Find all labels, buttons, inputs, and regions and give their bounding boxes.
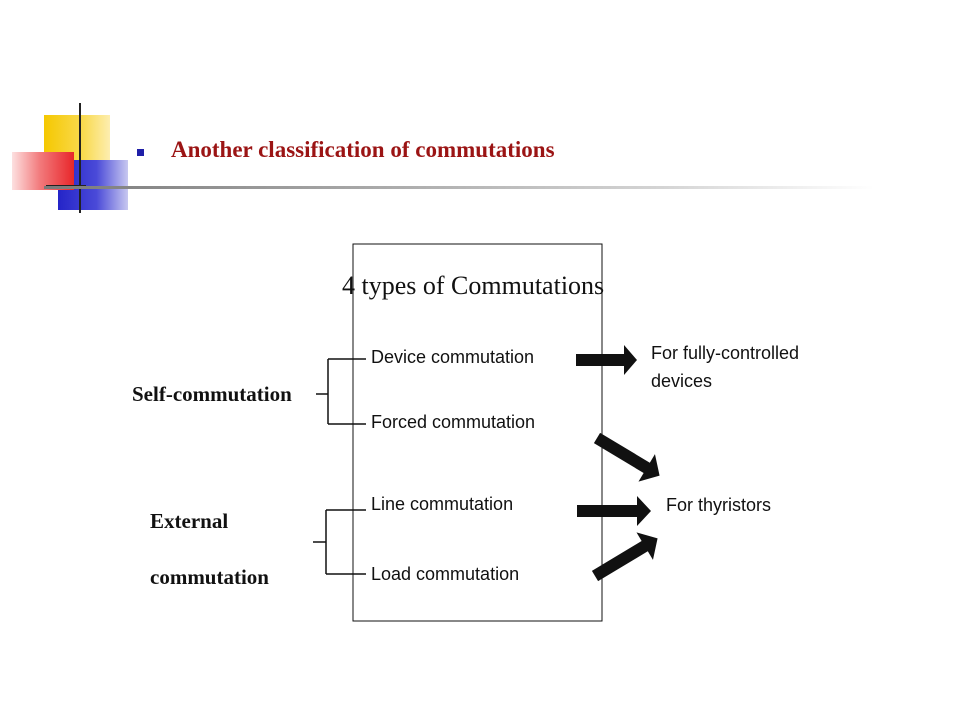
commutation-types-box <box>352 243 603 622</box>
external-commutation-bracket <box>313 509 366 575</box>
fully-controlled-label-line2: devices <box>651 371 713 391</box>
external-commutation-label-line1: External <box>150 509 229 533</box>
external-commutation-label-line2: commutation <box>150 565 269 589</box>
arrow-line-to-thyristors <box>577 496 651 526</box>
forced-commutation-label: Forced commutation <box>371 412 536 432</box>
slide-title: Another classification of commutations <box>171 137 555 162</box>
fully-controlled-label-line1: For fully-controlled <box>651 343 800 363</box>
title-bullet <box>137 149 144 156</box>
device-commutation-label: Device commutation <box>371 347 535 367</box>
logo-red-square <box>12 152 74 190</box>
logo-vertical-line <box>79 103 81 213</box>
arrow-device-to-fully-controlled <box>576 345 637 375</box>
title-underline-rule <box>44 186 874 189</box>
box-title: 4 types of Commutations <box>342 271 605 300</box>
arrow-load-to-thyristors <box>591 532 658 582</box>
thyristors-label: For thyristors <box>666 495 772 515</box>
load-commutation-label: Load commutation <box>371 564 520 584</box>
arrow-forced-to-thyristors <box>593 432 660 482</box>
line-commutation-label: Line commutation <box>371 494 514 514</box>
self-commutation-label: Self-commutation <box>132 382 292 406</box>
self-commutation-bracket <box>316 358 366 425</box>
corner-logo-decoration <box>0 0 140 220</box>
